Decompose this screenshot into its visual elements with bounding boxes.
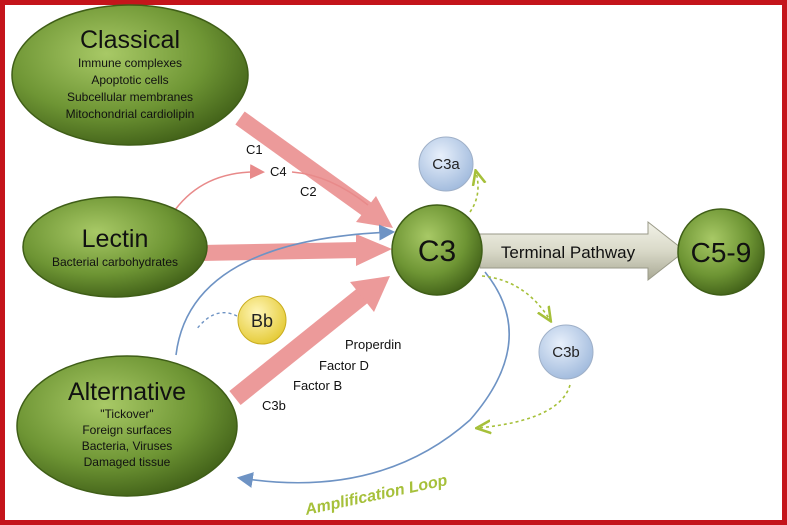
lectin-activation-arrow bbox=[174, 164, 265, 211]
terminal-pathway-label: Terminal Pathway bbox=[501, 243, 636, 262]
classical-item: Immune complexes bbox=[78, 56, 182, 70]
c3b-label: C3b bbox=[552, 344, 580, 361]
properdin-label: Properdin bbox=[345, 337, 401, 352]
lectin-title: Lectin bbox=[82, 225, 149, 253]
classical-pathway-node: Classical Immune complexes Apoptotic cel… bbox=[11, 4, 249, 146]
c4-label: C4 bbox=[270, 164, 287, 179]
c3-node: C3 bbox=[391, 204, 483, 296]
lectin-arrow bbox=[199, 234, 392, 266]
c3b-loop-arrow bbox=[478, 384, 571, 428]
alternative-item: Foreign surfaces bbox=[82, 423, 171, 437]
c3-to-c3b-arrow bbox=[481, 275, 550, 320]
terminal-pathway-arrow: Terminal Pathway bbox=[479, 220, 686, 282]
alternative-pathway-node: Alternative "Tickover" Foreign surfaces … bbox=[16, 355, 238, 497]
factor-d-label: Factor D bbox=[319, 358, 369, 373]
bb-dashed-link bbox=[195, 312, 238, 331]
classical-item: Apoptotic cells bbox=[91, 73, 168, 87]
lectin-item: Bacterial carbohydrates bbox=[52, 255, 178, 269]
alternative-title: Alternative bbox=[68, 378, 186, 406]
c5-9-node: C5-9 bbox=[677, 208, 765, 296]
alternative-item: Damaged tissue bbox=[84, 455, 171, 469]
amplification-loop-label: Amplification Loop bbox=[303, 472, 449, 519]
bb-label: Bb bbox=[251, 311, 273, 331]
bb-node: Bb bbox=[237, 295, 287, 345]
alternative-to-c3-line bbox=[175, 224, 396, 356]
lectin-pathway-node: Lectin Bacterial carbohydrates bbox=[22, 196, 208, 298]
amplification-loop-line bbox=[236, 271, 510, 488]
classical-item: Subcellular membranes bbox=[67, 90, 193, 104]
c3b-node: C3b bbox=[538, 324, 594, 380]
alternative-arrow bbox=[229, 276, 390, 406]
c5-9-label: C5-9 bbox=[691, 237, 752, 268]
c4-c2-arrow bbox=[291, 171, 369, 206]
alternative-item: "Tickover" bbox=[100, 407, 153, 421]
classical-item: Mitochondrial cardiolipin bbox=[66, 107, 195, 121]
c3-to-c3a-arrow bbox=[469, 172, 478, 213]
c1-label: C1 bbox=[246, 142, 263, 157]
c3a-node: C3a bbox=[418, 136, 474, 192]
c3a-label: C3a bbox=[432, 156, 460, 173]
classical-title: Classical bbox=[80, 26, 180, 54]
alternative-item: Bacteria, Viruses bbox=[82, 439, 173, 453]
c2-label: C2 bbox=[300, 184, 317, 199]
factor-b-label: Factor B bbox=[293, 378, 342, 393]
c3b-path-label: C3b bbox=[262, 398, 286, 413]
classical-arrow bbox=[235, 111, 393, 228]
c3-label: C3 bbox=[418, 235, 456, 268]
